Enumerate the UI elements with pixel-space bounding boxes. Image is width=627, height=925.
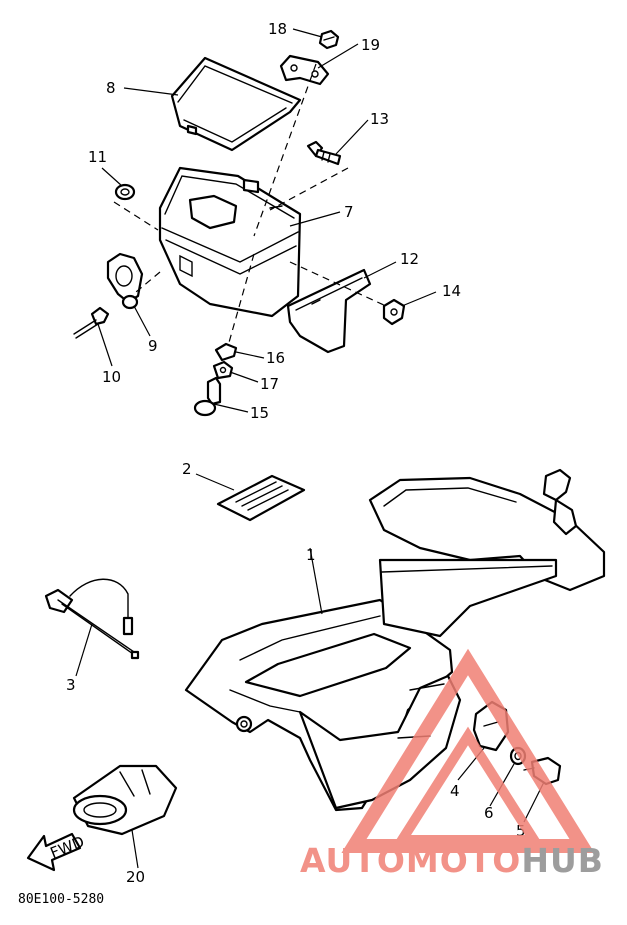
part-number-13: 13 [370, 110, 389, 128]
part-number-10: 10 [102, 368, 121, 386]
part-16-clip [214, 342, 238, 362]
part-1-frame-tray [184, 468, 606, 812]
part-2-label [216, 474, 306, 522]
part-12-strap [286, 268, 372, 354]
part-number-8: 8 [106, 79, 116, 97]
part-18-nut [318, 29, 340, 50]
part-number-9: 9 [148, 337, 158, 355]
part-number-1: 1 [306, 546, 316, 564]
part-number-6: 6 [484, 804, 494, 822]
part-11-grommet [114, 183, 136, 201]
part-number-2: 2 [182, 460, 192, 478]
part-17-washer [212, 360, 234, 380]
fwd-label: FWD [48, 832, 87, 862]
part-number-16: 16 [266, 349, 285, 367]
part-number-18: 18 [268, 20, 287, 38]
leader-lines [75, 28, 545, 869]
watermark-triangle-inner [392, 726, 544, 845]
part-20-connector-boot [72, 764, 178, 836]
part-number-12: 12 [400, 250, 419, 268]
watermark: AUTOMOTOHUB [300, 648, 604, 880]
diagram-code: 80E100-5280 [18, 892, 104, 907]
part-9-gasket [106, 252, 144, 310]
part-number-4: 4 [450, 782, 460, 800]
part-number-11: 11 [88, 148, 107, 166]
part-10-screw [73, 306, 110, 339]
watermark-word-auto: AUTO [300, 841, 406, 880]
part-numbers: 18 19 8 13 11 7 12 14 9 10 16 17 15 2 1 … [66, 20, 526, 886]
part-15-bolt [193, 376, 222, 417]
assembly-guide-lines [113, 63, 387, 347]
part-number-15: 15 [250, 404, 269, 422]
watermark-word-hub: HUB [521, 841, 604, 880]
part-3-cable [44, 578, 140, 660]
part-19-bracket [279, 54, 330, 86]
part-13-bolt [306, 140, 342, 166]
part-number-19: 19 [361, 36, 380, 54]
fwd-arrow: FWD [26, 832, 87, 872]
watermark-triangle-outer [341, 648, 595, 853]
part-number-17: 17 [260, 375, 279, 393]
watermark-word-moto: MOTO [406, 841, 521, 880]
part-number-20: 20 [126, 868, 145, 886]
part-7-battery-box [158, 166, 302, 318]
part-number-3: 3 [66, 676, 76, 694]
part-number-14: 14 [442, 282, 461, 300]
part-number-5: 5 [516, 822, 526, 840]
part-14-nut [382, 298, 406, 326]
svg-text:AUTOMOTOHUB: AUTOMOTOHUB [300, 841, 604, 880]
part-number-7: 7 [344, 203, 354, 221]
part-8-lid [170, 56, 302, 152]
